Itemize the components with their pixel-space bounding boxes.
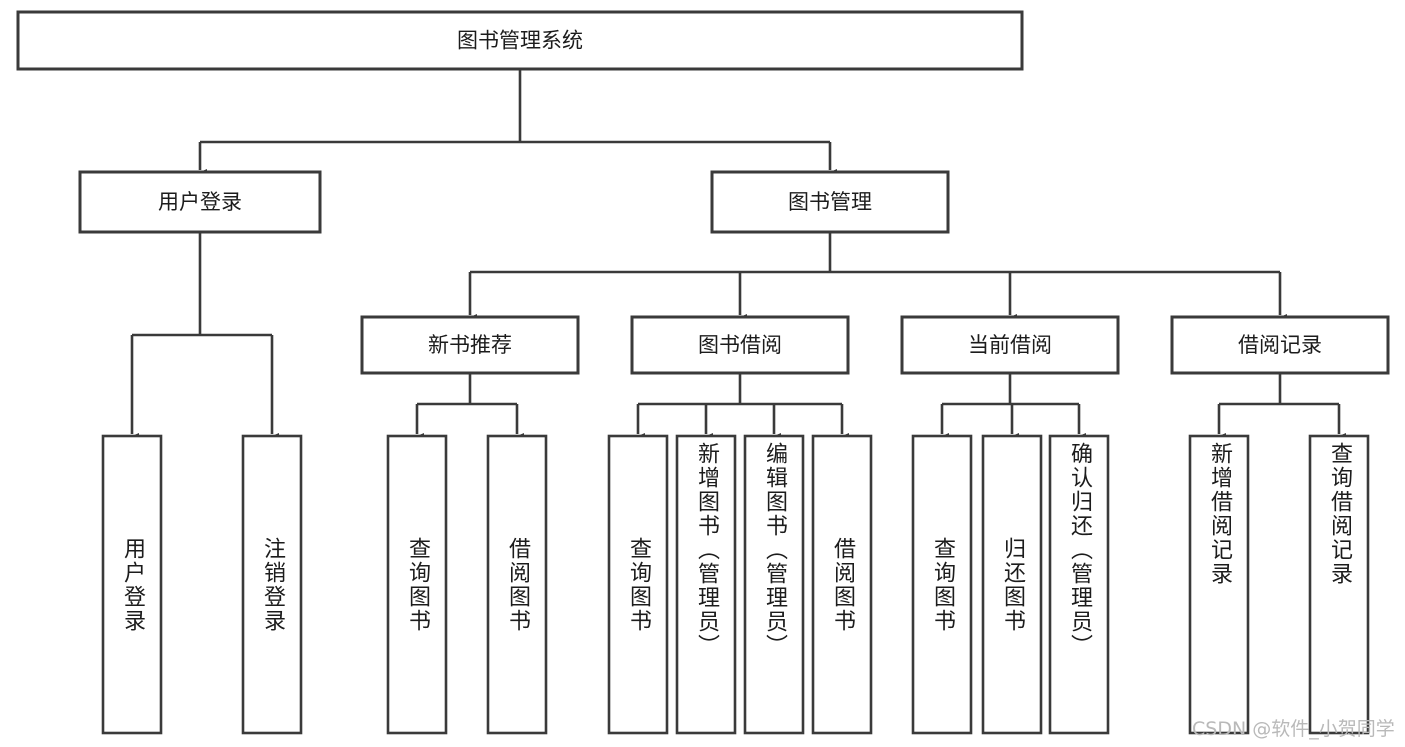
node-box-root[interactable] [16, 10, 1024, 71]
leaf-box-leaf-user-logout[interactable] [241, 434, 303, 735]
node-label-book-borrow: 图书借阅 [698, 333, 782, 357]
node-label-new-book-recommend: 新书推荐 [428, 333, 512, 357]
leaf-label-leaf-query-book-3: 查询图书 [929, 536, 955, 633]
leaf-label-leaf-user-logout: 注销登录 [259, 536, 285, 633]
leaf-box-leaf-return-book[interactable] [981, 434, 1043, 735]
node-box-user-login[interactable] [78, 170, 322, 234]
edges-layer [125, 69, 1346, 445]
leaf-label-leaf-borrow-book-1: 借阅图书 [504, 536, 530, 633]
leaf-box-leaf-borrow-book-2[interactable] [811, 434, 873, 735]
leaf-label-leaf-return-book: 归还图书 [999, 536, 1025, 633]
leaf-box-leaf-query-book-3[interactable] [911, 434, 973, 735]
node-box-current-borrow[interactable] [900, 315, 1120, 375]
node-box-borrow-record[interactable] [1170, 315, 1390, 375]
leaf-box-leaf-query-book-1[interactable] [386, 434, 448, 735]
leaf-label-leaf-add-book: 新增图书（管理员） [693, 442, 719, 658]
csdn-watermark: CSDN @软件_小贺同学 [1192, 718, 1395, 740]
boxes-layer [16, 10, 1390, 735]
leaf-label-leaf-confirm-return: 确认归还（管理员） [1066, 442, 1092, 658]
node-label-book-management: 图书管理 [788, 190, 872, 214]
leaf-box-leaf-borrow-book-1[interactable] [486, 434, 548, 735]
leaf-box-leaf-query-record[interactable] [1308, 434, 1370, 735]
leaf-box-leaf-add-book[interactable] [675, 434, 737, 735]
leaf-box-leaf-query-book-2[interactable] [607, 434, 669, 735]
node-box-new-book-recommend[interactable] [360, 315, 580, 375]
leaf-label-leaf-add-record: 新增借阅记录 [1206, 442, 1232, 586]
node-box-book-management[interactable] [710, 170, 950, 234]
leaf-label-leaf-query-record: 查询借阅记录 [1326, 442, 1352, 586]
leaf-label-leaf-edit-book: 编辑图书（管理员） [761, 442, 787, 658]
node-label-borrow-record: 借阅记录 [1238, 333, 1322, 357]
leaf-label-leaf-user-login: 用户登录 [119, 536, 145, 633]
node-box-book-borrow[interactable] [630, 315, 850, 375]
leaf-box-leaf-user-login[interactable] [101, 434, 163, 735]
node-label-user-login: 用户登录 [158, 190, 242, 214]
leaf-box-leaf-edit-book[interactable] [743, 434, 805, 735]
node-label-current-borrow: 当前借阅 [968, 333, 1052, 357]
leaf-box-leaf-confirm-return[interactable] [1048, 434, 1110, 735]
leaf-box-leaf-add-record[interactable] [1188, 434, 1250, 735]
leaf-label-leaf-query-book-2: 查询图书 [625, 536, 651, 633]
leaf-label-leaf-query-book-1: 查询图书 [404, 536, 430, 633]
node-label-root: 图书管理系统 [457, 29, 583, 53]
leaf-label-leaf-borrow-book-2: 借阅图书 [829, 536, 855, 633]
